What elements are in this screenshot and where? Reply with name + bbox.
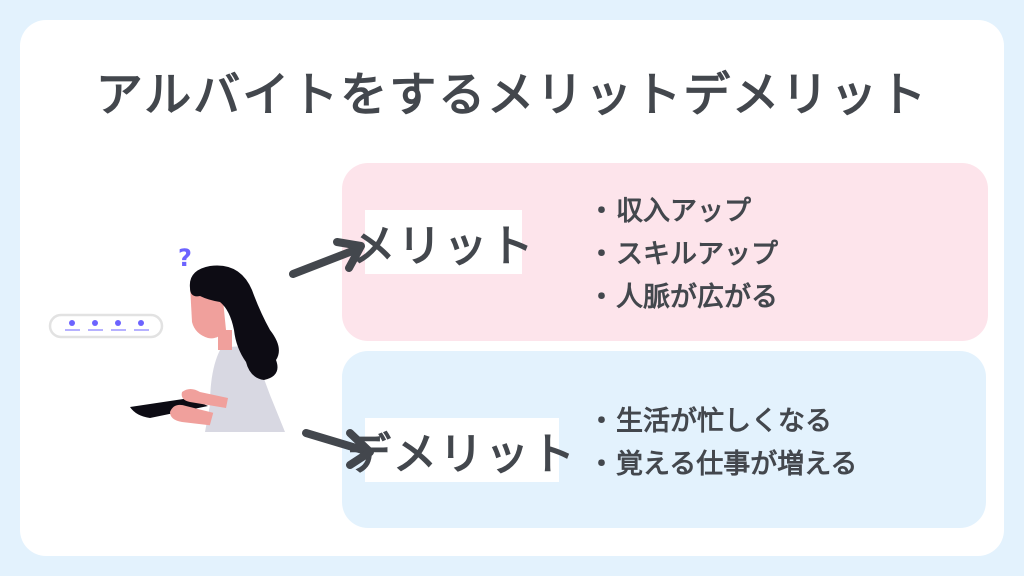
demerit-label: デメリット: [347, 418, 575, 482]
password-field-icon: [48, 313, 164, 339]
merit-list: 収入アップ スキルアップ 人脈が広がる: [588, 190, 778, 319]
arrow-down-right-icon: [302, 429, 374, 469]
question-mark-icon: ?: [178, 244, 192, 272]
page-title: アルバイトをするメリットデメリット: [95, 68, 929, 123]
person-with-tablet-illustration: ?: [48, 244, 285, 432]
merit-label: メリット: [352, 210, 534, 274]
arrow-up-right-icon: [289, 238, 365, 278]
merit-item: 収入アップ: [588, 190, 778, 233]
merit-item: スキルアップ: [588, 233, 778, 276]
demerit-list: 生活が忙しくなる 覚える仕事が増える: [588, 400, 857, 486]
merit-item: 人脈が広がる: [588, 276, 778, 319]
demerit-item: 生活が忙しくなる: [588, 400, 857, 443]
demerit-item: 覚える仕事が増える: [588, 443, 857, 486]
